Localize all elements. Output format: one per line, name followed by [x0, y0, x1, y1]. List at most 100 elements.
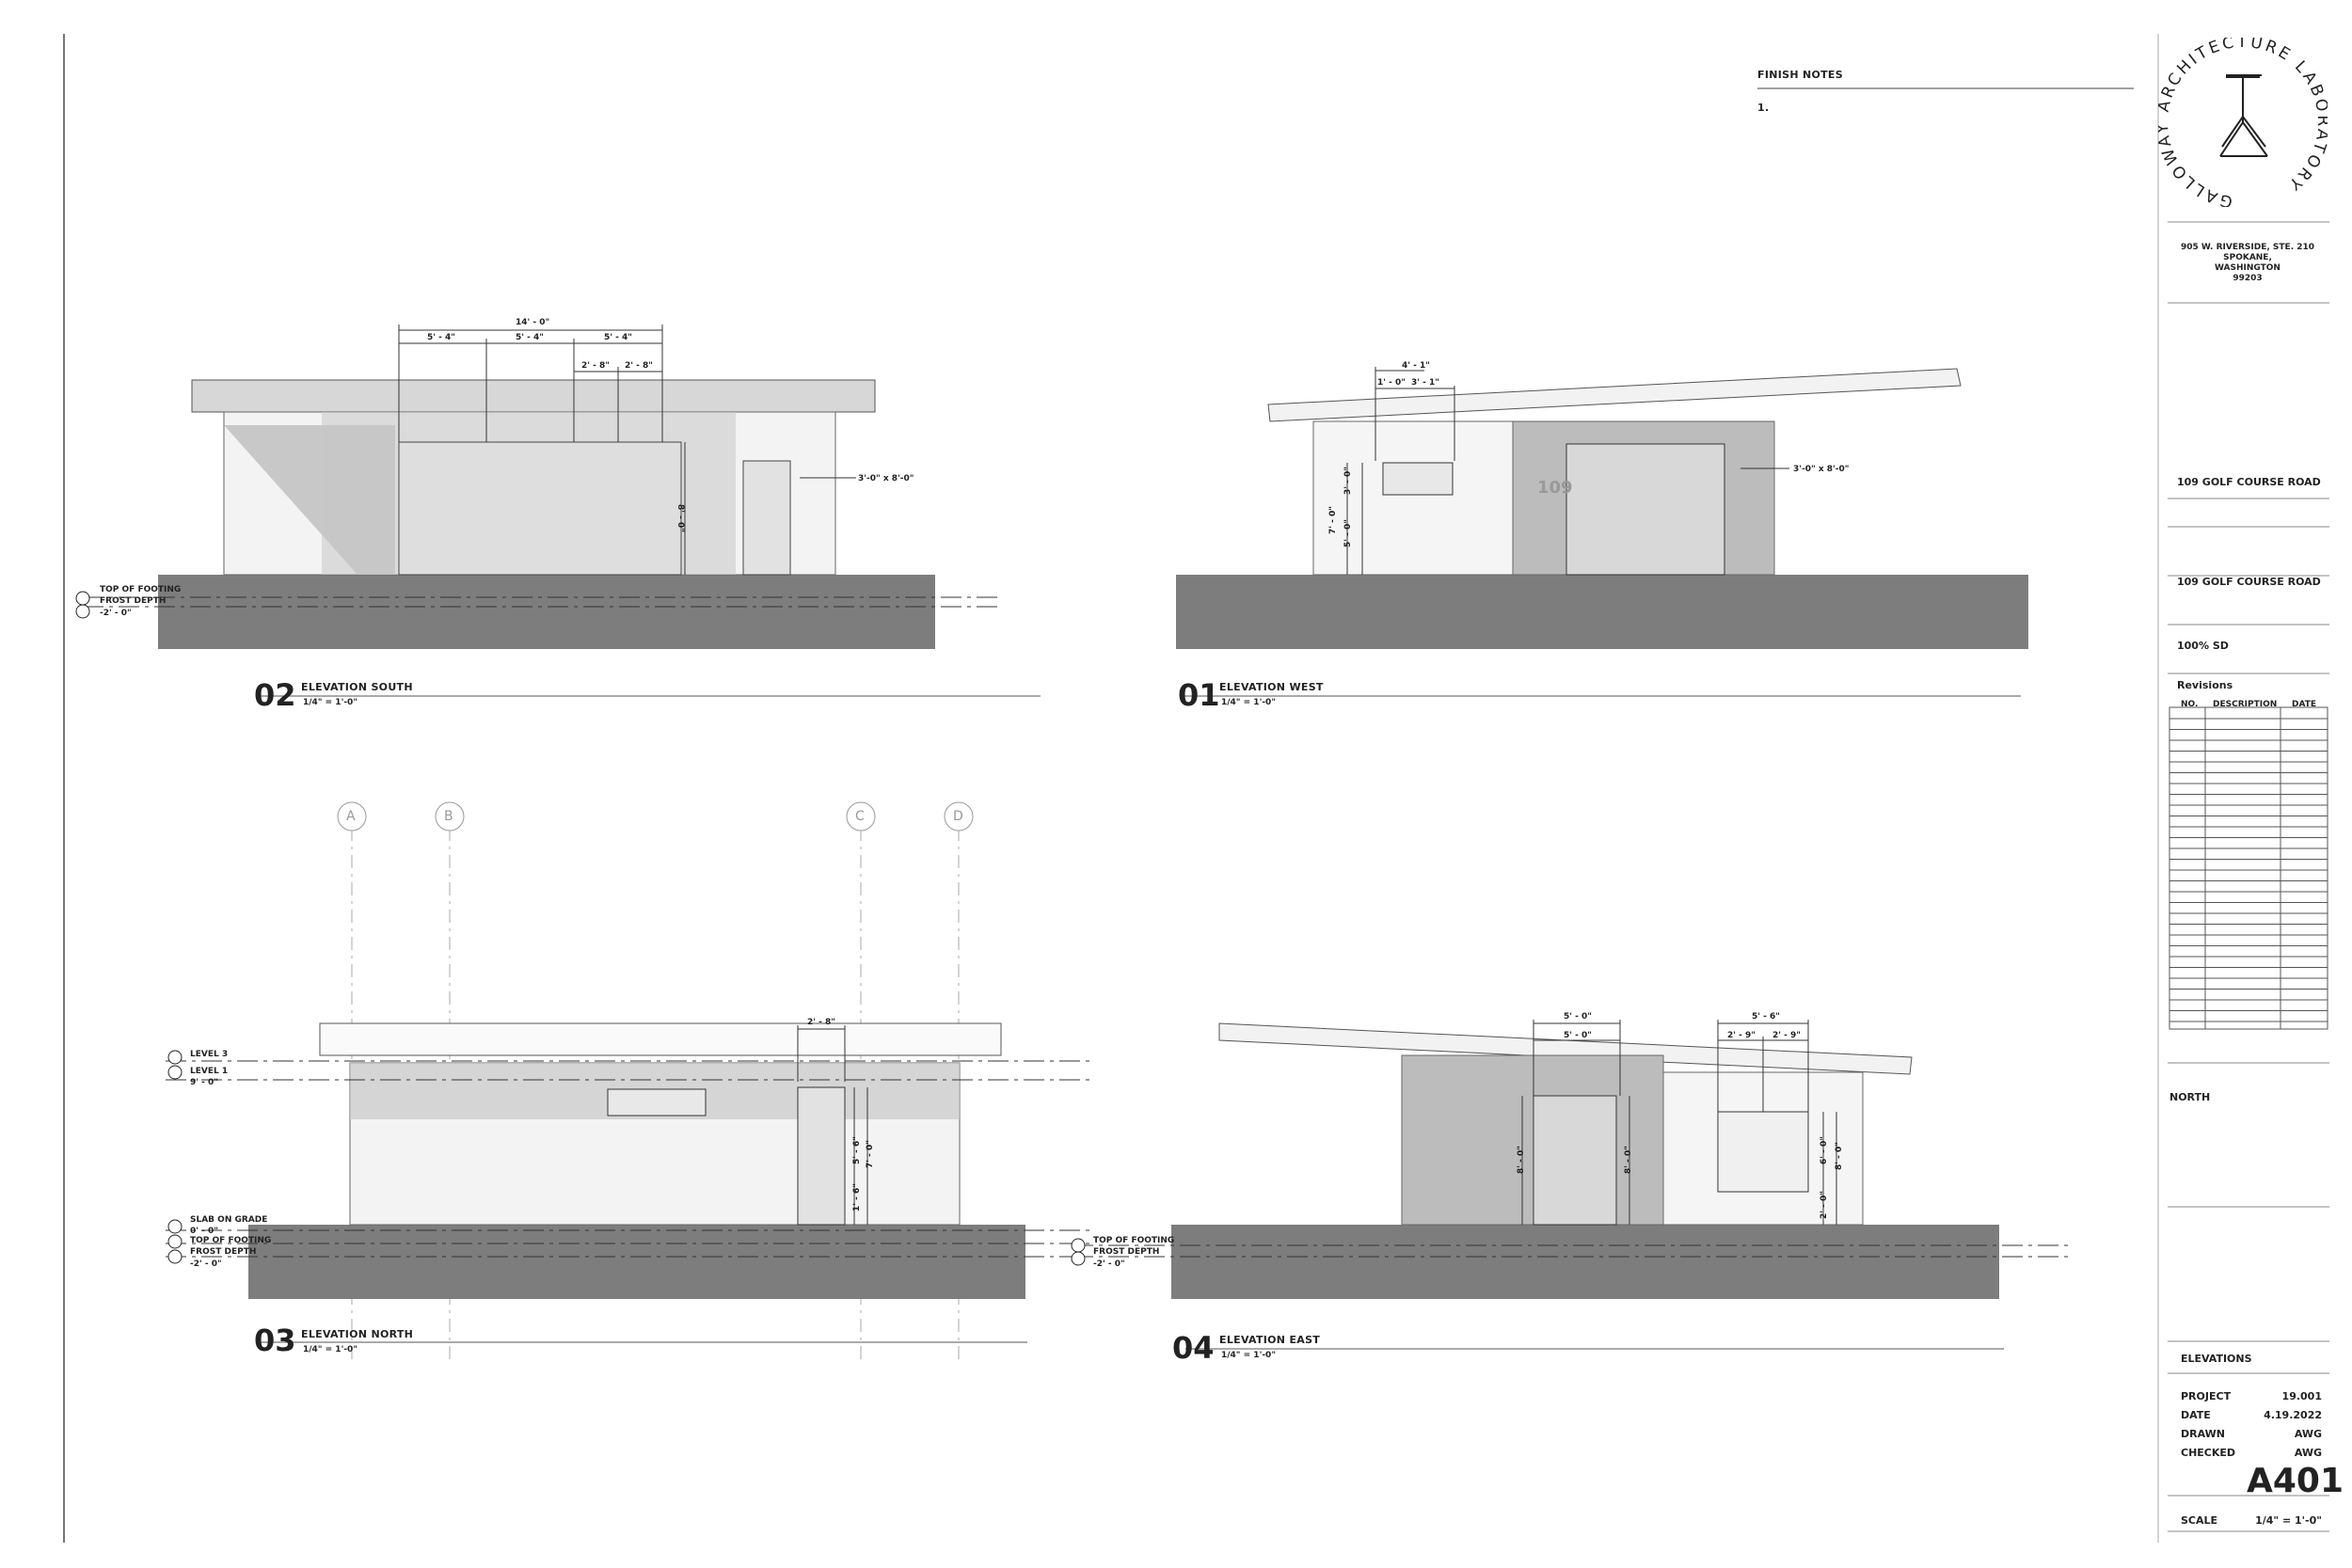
view-title-south: ELEVATION SOUTH: [301, 681, 413, 693]
view-number-west: 01: [1178, 677, 1220, 713]
dimension: 1' - 0": [1377, 378, 1406, 388]
firm-address: 905 W. RIVERSIDE, STE. 210 SPOKANE, WASH…: [2180, 243, 2315, 283]
logo-ring: [2174, 54, 2312, 191]
north-label: NORTH: [2169, 1091, 2211, 1103]
dimension: 8' - 0": [1834, 1142, 1844, 1170]
elevation-east-drawing: [1073, 1020, 2070, 1350]
dimension: 5' - 0": [1564, 1012, 1592, 1022]
level-label: FROST DEPTH: [100, 596, 167, 606]
view-scale-south: 1/4" = 1'-0": [303, 698, 358, 707]
dimension: 1' - 6": [851, 1183, 862, 1212]
view-title-east: ELEVATION EAST: [1219, 1334, 1321, 1346]
dimension: 3' - 1": [1411, 378, 1439, 388]
grid-bubble-a: [337, 801, 367, 832]
dimension: 5' - 4": [427, 333, 455, 342]
dimension: 2' - 9": [1727, 1031, 1756, 1040]
east-door: [1533, 1095, 1617, 1226]
level-label: SLAB ON GRADE: [190, 1215, 268, 1225]
sheet-row-label: CHECKED: [2181, 1447, 2236, 1459]
level-value: 9' - 0": [190, 1078, 218, 1087]
grid-label-a: A: [346, 809, 356, 824]
level-value: 0' - 0": [190, 1227, 218, 1236]
grid-label-d: D: [953, 809, 963, 824]
dimension: 14' - 0": [516, 318, 550, 327]
south-ground: [158, 575, 935, 649]
revisions-col-date: DATE: [2292, 700, 2317, 709]
view-number-north: 03: [254, 1323, 296, 1358]
dimension: 5' - 0": [1343, 519, 1353, 547]
revisions-col-no: NO.: [2181, 700, 2199, 709]
view-scale-north: 1/4" = 1'-0": [303, 1345, 358, 1354]
grid-label-c: C: [855, 809, 865, 824]
level-label: TOP OF FOOTING: [100, 585, 182, 594]
finish-notes-item: 1.: [1757, 102, 1770, 114]
level-value: -2' - 0": [190, 1259, 222, 1269]
sheet-row-label: PROJECT: [2181, 1390, 2232, 1402]
sheet-row-label: DRAWN: [2181, 1428, 2225, 1440]
north-door: [797, 1086, 846, 1226]
level-label: FROST DEPTH: [1093, 1247, 1160, 1257]
finish-notes-title: FINISH NOTES: [1757, 69, 1843, 81]
sheet-row-value: 4.19.2022: [2264, 1409, 2322, 1421]
door-size-note: 3'-0" x 8'-0": [858, 474, 914, 483]
project-phase: 100% SD: [2177, 640, 2229, 652]
level-value: -2' - 0": [100, 609, 132, 618]
view-scale-west: 1/4" = 1'-0": [1221, 698, 1277, 707]
elevation-south-drawing: [83, 325, 1041, 697]
view-title-north: ELEVATION NORTH: [301, 1328, 414, 1340]
east-window: [1717, 1111, 1809, 1193]
dimension: 5' - 0": [1564, 1031, 1592, 1040]
revisions-table: [2169, 706, 2328, 1030]
north-roof: [319, 1022, 1002, 1056]
west-door: [1565, 443, 1725, 576]
dimension: 2' - 9": [1772, 1031, 1801, 1040]
west-wall-left: [1312, 420, 1514, 576]
level-label: TOP OF FOOTING: [1093, 1236, 1175, 1245]
west-roof: [1267, 368, 1962, 422]
grid-label-b: B: [444, 809, 453, 824]
scale-value: 1/4" = 1'-0": [2255, 1514, 2322, 1527]
firm-logo: GALLOWAY ARCHITECTURE LABORATORY: [2158, 38, 2328, 207]
east-ground: [1171, 1225, 1999, 1299]
view-scale-east: 1/4" = 1'-0": [1221, 1351, 1277, 1360]
sheet-row-value: AWG: [2294, 1428, 2322, 1440]
sheet-row-value: AWG: [2294, 1447, 2322, 1459]
south-roof: [191, 379, 876, 413]
dimension: 6' - 0": [1819, 1136, 1829, 1164]
north-window: [607, 1088, 707, 1117]
revisions-title: Revisions: [2177, 679, 2233, 691]
door-size-note: 3'-0" x 8'-0": [1793, 465, 1850, 474]
dimension: 4' - 1": [1402, 361, 1430, 371]
dimension: 5' - 4": [604, 333, 632, 342]
dimension: 5' - 6": [1752, 1012, 1780, 1022]
level-label: LEVEL 1: [190, 1067, 229, 1076]
view-number-south: 02: [254, 677, 296, 713]
dimension: 2' - 0": [1819, 1191, 1829, 1219]
sheet-title: ELEVATIONS: [2181, 1353, 2252, 1365]
east-roof: [1218, 1022, 1913, 1075]
dimension: 2' - 8": [581, 361, 610, 371]
sheet-row-value: 19.001: [2281, 1390, 2322, 1402]
dimension: 3' - 0": [1343, 467, 1353, 495]
project-address: 109 GOLF COURSE ROAD: [2177, 576, 2321, 588]
south-door: [742, 460, 791, 576]
dimension: 8' - 0": [1623, 1146, 1633, 1174]
dimension: 2' - 8": [625, 361, 653, 371]
grid-bubble-d: [944, 801, 974, 832]
dimension: 5' - 4": [516, 333, 544, 342]
level-markers: [75, 591, 1086, 1266]
project-name: 109 GOLF COURSE ROAD: [2177, 476, 2321, 488]
revisions-col-description: DESCRIPTION: [2213, 700, 2278, 709]
dimension: 8' - 0": [1516, 1146, 1526, 1174]
dimension: 7' - 0": [865, 1140, 875, 1168]
north-ground: [248, 1225, 1025, 1299]
grid-bubble-c: [846, 801, 876, 832]
level-label: TOP OF FOOTING: [190, 1236, 272, 1245]
scale-label: SCALE: [2181, 1514, 2218, 1527]
dimension: 7' - 0": [1327, 506, 1338, 534]
dimension: 8' - 0": [675, 504, 685, 532]
elevation-north-drawing: [166, 801, 1091, 1364]
level-value: -2' - 0": [1093, 1259, 1125, 1269]
sheet-number: A401: [2247, 1462, 2344, 1500]
